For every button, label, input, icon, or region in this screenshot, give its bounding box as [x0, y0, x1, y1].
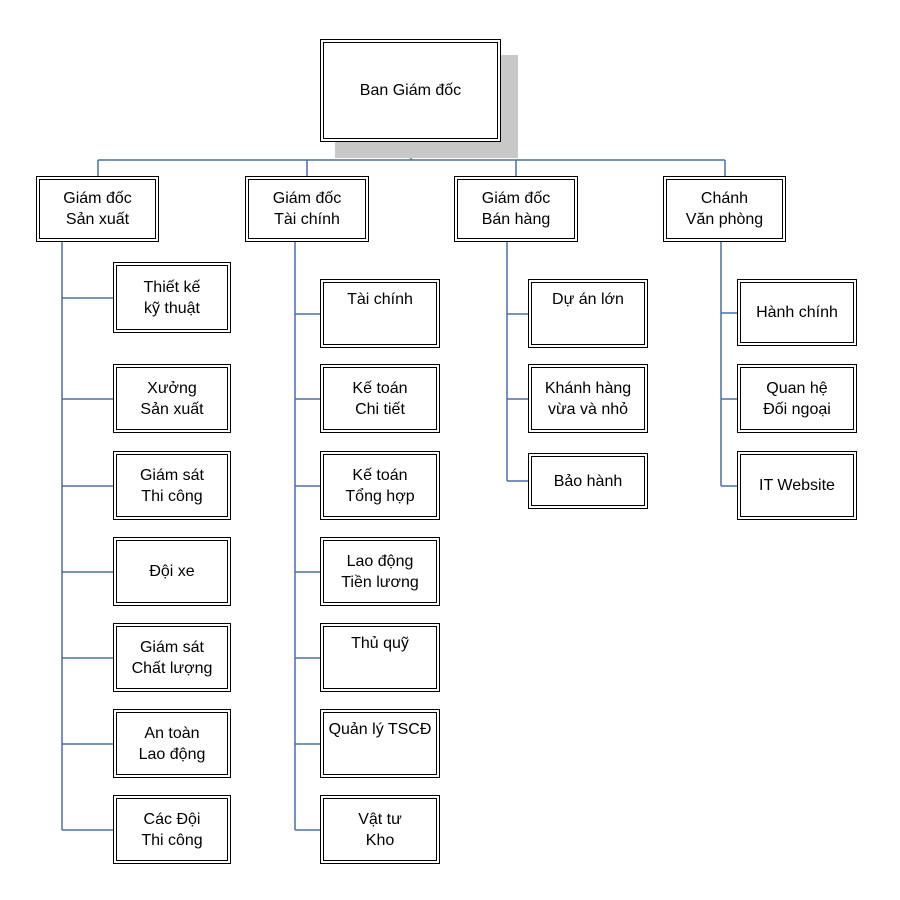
unit-doi-xe: Đội xe — [113, 537, 231, 606]
unit-thu-quy: Thủ quỹ — [320, 623, 440, 692]
dept-tai-chinh: Giám đốc Tài chính — [245, 176, 369, 242]
unit-thiet-ke-ky-thuat: Thiết kế kỹ thuật — [113, 262, 231, 333]
dept-ban-hang: Giám đốc Bán hàng — [454, 176, 578, 242]
unit-lao-dong-tien-luong: Lao động Tiền lương — [320, 537, 440, 606]
unit-khach-hang-vua-va-nho: Khánh hàng vừa và nhỏ — [528, 364, 648, 433]
unit-it-website: IT Website — [737, 451, 857, 520]
dept-van-phong: Chánh Văn phòng — [663, 176, 786, 242]
dept-san-xuat: Giám đốc Sản xuất — [36, 176, 159, 242]
unit-tai-chinh: Tài chính — [320, 279, 440, 348]
unit-bao-hanh: Bảo hành — [528, 453, 648, 509]
unit-du-an-lon: Dự án lớn — [528, 279, 648, 348]
unit-an-toan-lao-dong: An toàn Lao động — [113, 709, 231, 778]
unit-hanh-chinh: Hành chính — [737, 279, 857, 346]
unit-ke-toan-tong-hop: Kế toán Tổng hợp — [320, 451, 440, 520]
unit-giam-sat-chat-luong: Giám sát Chất lượng — [113, 623, 231, 692]
unit-giam-sat-thi-cong: Giám sát Thi công — [113, 451, 231, 520]
unit-cac-doi-thi-cong: Các Đội Thi công — [113, 795, 231, 864]
unit-quan-ly-tscd: Quản lý TSCĐ — [320, 709, 440, 778]
unit-xuong-san-xuat: Xưởng Sản xuất — [113, 364, 231, 433]
unit-vat-tu-kho: Vật tư Kho — [320, 795, 440, 864]
unit-quan-he-doi-ngoai: Quan hệ Đối ngoại — [737, 364, 857, 433]
root-box: Ban Giám đốc — [320, 39, 501, 142]
unit-ke-toan-chi-tiet: Kế toán Chi tiết — [320, 364, 440, 433]
